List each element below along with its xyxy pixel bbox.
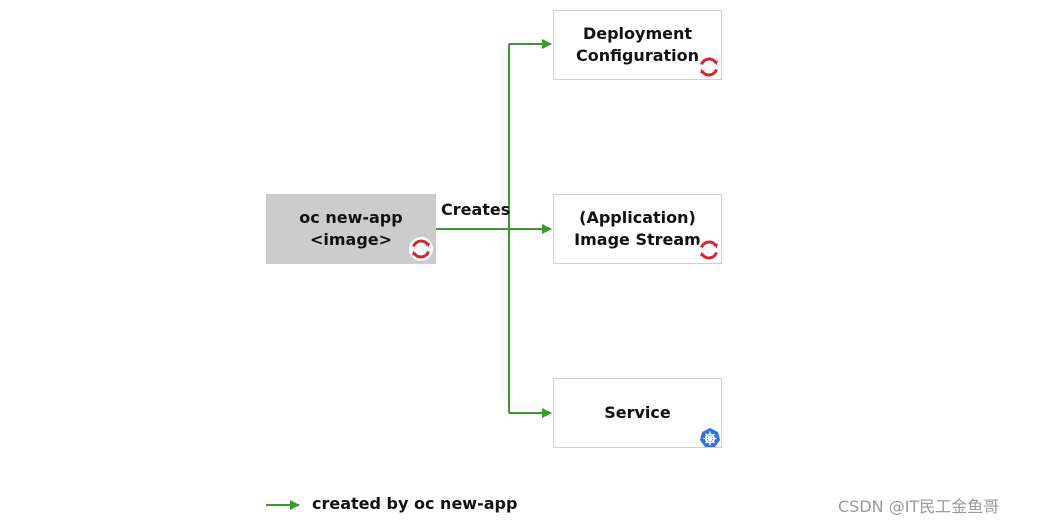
creates-edge-label: Creates: [441, 200, 511, 219]
watermark-text: CSDN @IT民工金鱼哥: [838, 497, 1000, 516]
deployment-config-line2: Configuration: [575, 46, 700, 65]
image-stream-node: (Application) Image Stream: [553, 194, 722, 264]
openshift-logo-icon: [697, 55, 721, 79]
openshift-logo-icon: [697, 238, 721, 262]
image-stream-line2: Image Stream: [574, 230, 701, 249]
source-node-line1: oc new-app: [299, 208, 403, 227]
kubernetes-logo-icon: [700, 428, 720, 447]
deployment-configuration-node: Deployment Configuration: [553, 10, 722, 80]
source-node-line2: <image>: [309, 230, 393, 249]
service-line1: Service: [604, 403, 671, 422]
oc-new-app-node: oc new-app <image>: [266, 194, 436, 264]
image-stream-line1: (Application): [579, 208, 696, 227]
deployment-config-line1: Deployment: [582, 24, 693, 43]
openshift-logo-icon: [409, 237, 433, 261]
service-node: Service: [553, 378, 722, 448]
legend-label: created by oc new-app: [312, 494, 518, 513]
